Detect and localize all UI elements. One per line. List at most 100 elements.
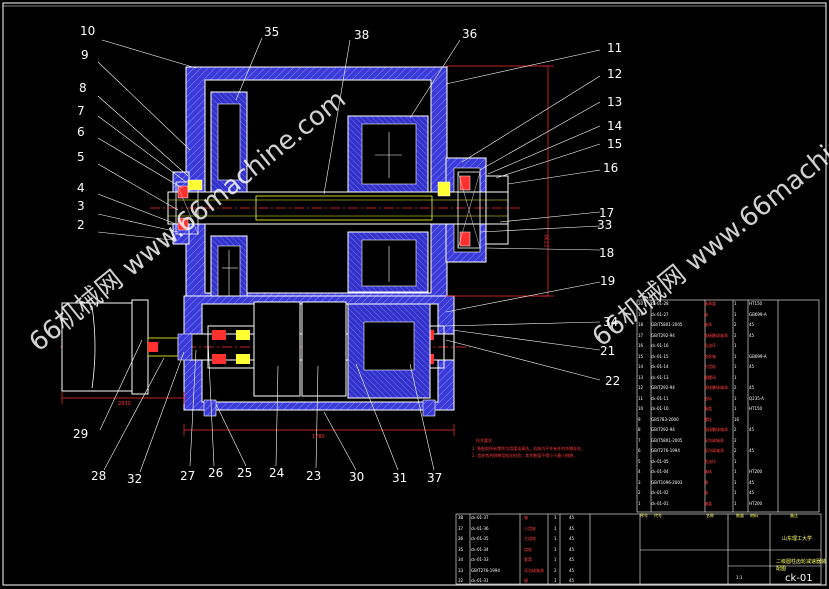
bom-right-cell-code: ck-01-01 xyxy=(651,500,669,506)
bom-header-mat: 材料 xyxy=(750,513,758,518)
bom-right-cell-no: 5 xyxy=(638,458,641,464)
label-12: 12 xyxy=(607,67,623,81)
bom-bottom-cell-no: 38 xyxy=(458,515,464,520)
bom-bottom-cell-qty: 1 xyxy=(554,525,557,531)
label-14: 14 xyxy=(607,119,623,133)
bom-right-cell-code: GB5783-2000 xyxy=(651,416,679,422)
bom-right-cell-no: 1 xyxy=(638,500,641,506)
bom-bottom-cell-no: 34 xyxy=(458,557,464,562)
bom-right-cell-mat: HT200 xyxy=(749,469,763,474)
label-33: 33 xyxy=(597,218,613,232)
bom-right-cell-no: 16 xyxy=(638,343,644,348)
drawing-number: ck-01 xyxy=(785,573,813,584)
tech-notes-title: 技术要求 xyxy=(476,438,492,443)
label-26: 26 xyxy=(208,466,224,480)
bom-right-cell-code: ck-01-10 xyxy=(651,406,669,411)
gear-36 xyxy=(347,115,429,293)
bom-right-cell-qty: 2 xyxy=(734,385,737,390)
bom-right-cell-no: 17 xyxy=(638,332,644,338)
bom-right-cell-mat: HT150 xyxy=(749,301,763,306)
bom-right-cell-qty: 1 xyxy=(734,395,737,401)
drawing-scale: 1:1 xyxy=(736,575,743,580)
bom-bottom-cell-no: 37 xyxy=(458,525,464,531)
bom-right-cell-mat: 45 xyxy=(749,385,755,390)
tech-notes-line2: 2. 齿轮啮合侧隙用铅丝检验，其余数值不得小于最小侧隙。 xyxy=(472,453,578,458)
bom-right-cell-qty: 2 xyxy=(734,448,737,453)
bom-right-cell-name: 键 xyxy=(704,479,708,485)
bom-right-cell-name: 轴承盖 xyxy=(704,301,716,306)
bom-right-cell-name: 箱盖 xyxy=(704,500,712,506)
lower-shaft xyxy=(60,301,470,399)
bom-bottom-cell-mat: 45 xyxy=(569,578,575,583)
label-11: 11 xyxy=(607,41,623,55)
bom-right-cell-mat: 45 xyxy=(749,490,755,495)
bom-right-cell-no: 2 xyxy=(638,490,641,495)
label-5: 5 xyxy=(77,150,85,164)
bom-right-cell-mat: GB699-A xyxy=(749,311,767,317)
bom-right-cell-name: 挡油环 xyxy=(704,343,716,348)
bom-bottom-cell-qty: 1 xyxy=(554,578,557,583)
label-27: 27 xyxy=(180,469,196,483)
bom-bottom-cell-mat: 45 xyxy=(569,557,575,562)
bom-right-cell-mat: 45 xyxy=(749,479,755,485)
bom-right-cell-mat: HT200 xyxy=(749,500,763,506)
leader-lines xyxy=(97,37,601,473)
bom-right-cell-qty: 1 xyxy=(734,490,737,495)
label-6: 6 xyxy=(77,125,85,139)
bom-right-cell-name: 箱体 xyxy=(704,469,712,474)
right-bearing xyxy=(437,171,509,249)
bom-right-cell-code: ck-01-13 xyxy=(651,374,669,380)
bom-right-cell-code: ck-01-11 xyxy=(651,395,669,401)
label-29: 29 xyxy=(73,427,89,441)
input-coupling xyxy=(61,299,193,395)
left-bearing xyxy=(175,179,203,235)
bom-right-cell-qty: 1 xyxy=(734,311,737,317)
bom-right-cell-no: 9 xyxy=(638,416,641,422)
label-17: 17 xyxy=(599,206,615,220)
bom-right-cell-code: ck-01-27 xyxy=(651,311,669,317)
bom-right-cell-name: 轴承 xyxy=(704,322,712,327)
bom-bottom-cell-mat: 45 xyxy=(569,546,575,552)
shaft-38 xyxy=(150,191,520,225)
bom-right-cell-name: 轴 xyxy=(704,311,708,317)
bom-right-cell-mat: 45 xyxy=(749,364,755,369)
bom-right-cell-no: 20 xyxy=(638,301,644,306)
label-9: 9 xyxy=(81,48,89,62)
bom-bottom-cell-mat: 45 xyxy=(569,515,575,520)
bom-right-cell-code: GB/T292-94 xyxy=(651,332,675,338)
bom-right-cell-mat: HT150 xyxy=(749,406,763,411)
bom-right-cell-qty: 2 xyxy=(734,322,737,327)
bom-right-cell-qty: 1 xyxy=(734,301,737,306)
label-38: 38 xyxy=(354,28,370,42)
bom-right-cell-mat: GB699-A xyxy=(749,353,767,359)
label-32: 32 xyxy=(127,472,143,486)
bom-right-cell-name: 深沟球轴承 xyxy=(704,437,724,443)
bom-right-cell-mat: 45 xyxy=(749,322,755,327)
dimension-bottom: 1780 xyxy=(312,434,325,440)
bom-table-right xyxy=(636,299,820,513)
bom-bottom-cell-code: ck-01-34 xyxy=(471,546,489,552)
bom-header-note: 备注 xyxy=(790,513,798,518)
bom-right-cell-code: GB/T1096-2003 xyxy=(651,479,683,485)
bom-right-cell-code: GB/T276-1994 xyxy=(651,448,680,453)
bom-right-cell-no: 6 xyxy=(638,448,641,453)
bom-right-cell-name: 角接触球轴承 xyxy=(704,332,728,338)
drawing-title: 二级圆柱齿轮减速器装配图 xyxy=(776,559,827,572)
label-37: 37 xyxy=(427,471,443,485)
bom-header-seq: 序号 xyxy=(640,513,648,518)
bom-right-cell-no: 12 xyxy=(638,385,644,390)
bom-right-cell-no: 3 xyxy=(638,479,641,485)
bom-bottom-cell-code: ck-01-37 xyxy=(471,515,489,520)
bom-bottom-cell-code: GB/T276-1994 xyxy=(471,567,500,573)
bom-bottom-cell-qty: 1 xyxy=(554,515,557,520)
bom-bottom-cell-no: 33 xyxy=(458,567,464,573)
bom-right-cell-name: 角接触球轴承 xyxy=(704,385,728,390)
label-28: 28 xyxy=(91,469,107,483)
bom-right-cell-qty: 1 xyxy=(734,343,737,348)
bom-header-code: 代号 xyxy=(654,513,662,518)
label-13: 13 xyxy=(607,95,623,109)
dimension-lines xyxy=(61,65,554,436)
bom-right-cell-code: GB/T5801-2005 xyxy=(651,322,683,327)
